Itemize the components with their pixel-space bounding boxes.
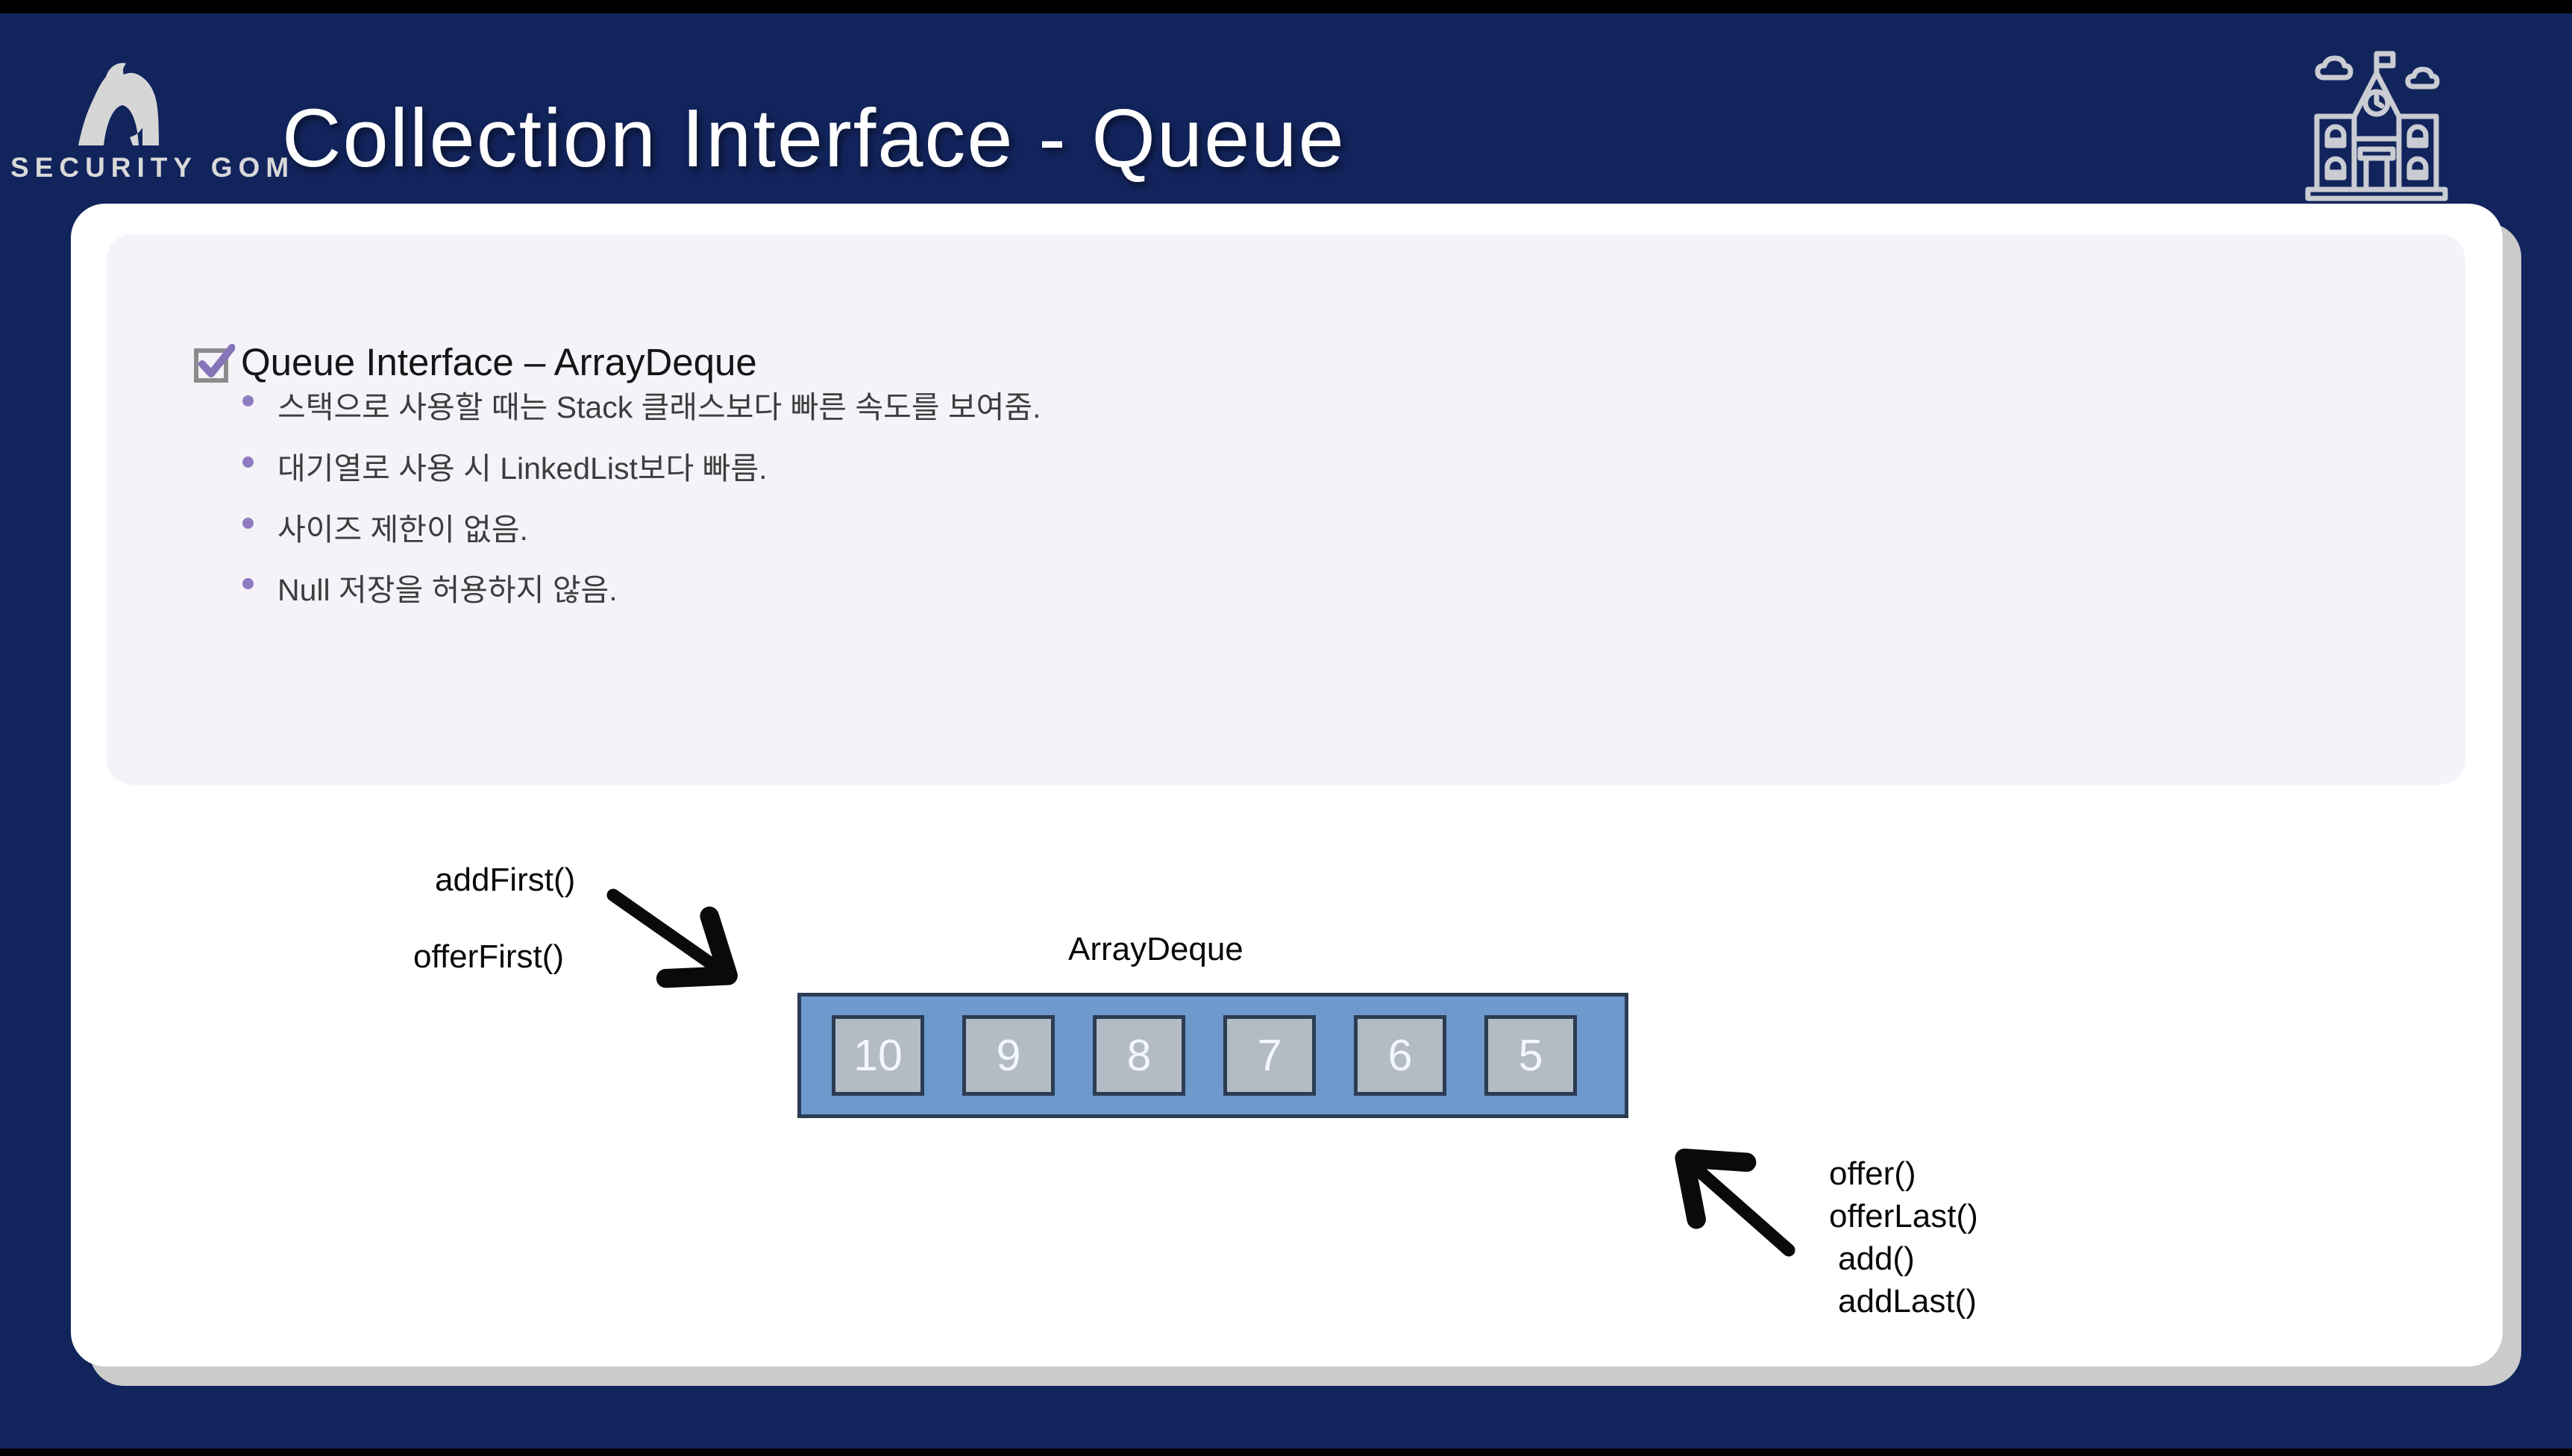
letterbox-bar-top [0,0,2572,13]
tail-method-labels: offer() offerLast() add() addLast() [1829,1152,1978,1322]
deque-cell: 8 [1093,1015,1185,1096]
school-building-icon [2305,51,2448,201]
panel-heading: Queue Interface – ArrayDeque [241,341,757,383]
deque-cell: 10 [832,1015,924,1096]
bullet-text: 사이즈 제한이 없음. [277,512,528,547]
deque-cell: 7 [1223,1015,1316,1096]
deque-cell: 6 [1354,1015,1446,1096]
letterbox-bar-bottom [0,1449,2572,1456]
label-add-first: addFirst() [435,862,576,898]
deque-cell: 5 [1484,1015,1577,1096]
logo-text: SECURITY GOM [10,152,295,183]
page-title: Collection Interface - Queue [282,92,1346,184]
label-offer-last: offerLast() [1829,1198,1978,1234]
bullet-dot-icon [242,395,254,407]
bullet-dot-icon [242,518,254,529]
label-add: add() [1838,1240,1915,1277]
info-panel: Queue Interface – ArrayDeque 스택으로 사용할 때는… [107,234,2465,785]
bullet-item: Null 저장을 허용하지 않음. [242,565,618,609]
bullet-text: 스택으로 사용할 때는 Stack 클래스보다 빠른 속도를 보여줌. [277,390,1041,424]
heading-row: Queue Interface – ArrayDeque [193,340,757,385]
bear-logo-icon [78,63,159,145]
deque-cell: 9 [962,1015,1055,1096]
label-add-last: addLast() [1838,1283,1977,1320]
checkbox-checked-icon [194,344,235,383]
bullet-dot-icon [242,456,254,468]
bullet-item: 사이즈 제한이 없음. [242,504,528,549]
bullet-item: 스택으로 사용할 때는 Stack 클래스보다 빠른 속도를 보여줌. [242,382,1041,427]
content-card: Queue Interface – ArrayDeque 스택으로 사용할 때는… [71,204,2503,1366]
label-offer: offer() [1829,1155,1916,1192]
bullet-text: Null 저장을 허용하지 않음. [277,573,618,607]
label-arraydeque: ArrayDeque [1068,931,1243,967]
bullet-item: 대기열로 사용 시 LinkedList보다 빠름. [242,443,768,488]
bullet-text: 대기열로 사용 시 LinkedList보다 빠름. [277,451,768,486]
bullet-dot-icon [242,578,254,589]
arraydeque-container: 10 9 8 7 6 5 [797,993,1628,1118]
label-offer-first: offerFirst() [413,938,565,975]
